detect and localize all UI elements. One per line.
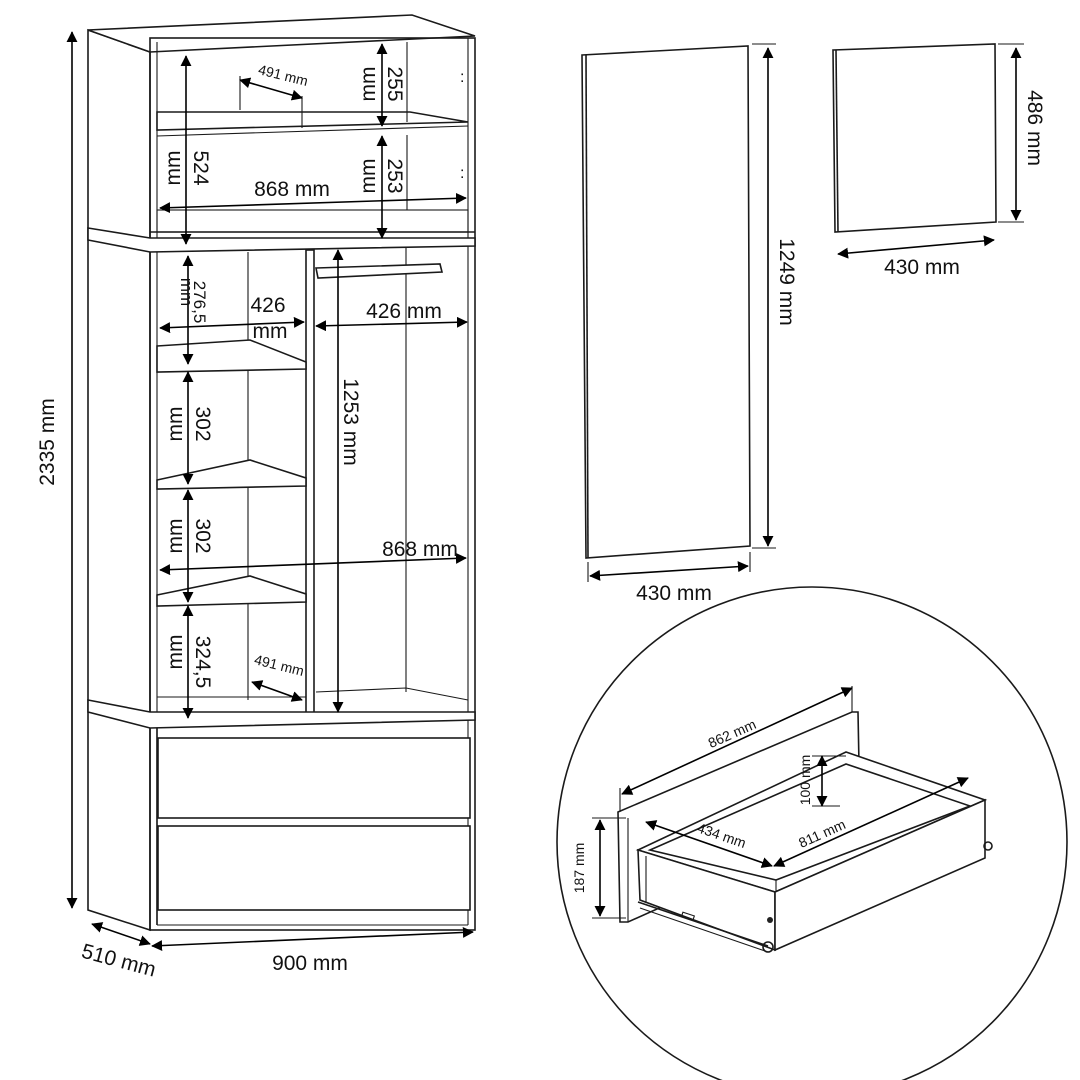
vertical-partition [305, 249, 315, 717]
screw-hole [767, 917, 773, 923]
right-width-label: 426 mm [366, 300, 442, 323]
detail-circle [556, 586, 1068, 1080]
large-door: 1249 mm 430 mm [581, 43, 798, 605]
small-door-panel [832, 43, 997, 233]
small-door: 486 mm 430 mm [832, 43, 1046, 279]
left-width-unit: mm [253, 320, 288, 343]
large-door-panel [581, 45, 751, 559]
left-shelf-2 [156, 459, 307, 490]
wardrobe-body [87, 14, 476, 932]
top-section-height-value: 524 [189, 150, 212, 185]
drawer-inner-height-label: 100 mm [797, 755, 813, 806]
small-door-height-label: 486 mm [1023, 90, 1046, 166]
left-shelf-3 [156, 575, 307, 607]
top-section-divider [87, 227, 476, 253]
drawer-front-height-label: 187 mm [571, 843, 587, 894]
left-shelf-depth-label: 491 mm [253, 651, 306, 679]
left-shelf-4-height-value: 324,5 [191, 636, 214, 689]
top-shelf [156, 111, 469, 131]
top-section-height-unit: mm [162, 151, 185, 186]
top-upper-height-unit: mm [357, 67, 380, 102]
left-shelf-2-height-unit: mm [164, 407, 187, 442]
depth-dimension-line [91, 922, 151, 946]
top-shelf-depth-label: 491 mm [257, 61, 310, 89]
large-door-width-label: 430 mm [636, 582, 712, 605]
hinge-mark-2: : [460, 165, 464, 182]
drawer-front-1 [157, 737, 471, 819]
middle-inner-width-label: 868 mm [382, 538, 458, 561]
left-shelf-1-height-unit: mm [177, 278, 196, 306]
left-shelf-1-height-value: 276,5 [190, 281, 209, 324]
hanging-height-label: 1253 mm [339, 378, 362, 466]
drawer-detail: 862 mm 100 mm 187 mm 434 mm 811 mm [556, 586, 1068, 1080]
width-dimension-line [151, 926, 474, 952]
height-label: 2335 mm [36, 398, 59, 486]
large-door-height-label: 1249 mm [775, 238, 798, 326]
drawer-front-2 [157, 825, 471, 911]
left-shelf-3-height-unit: mm [164, 519, 187, 554]
top-lower-height-unit: mm [357, 159, 380, 194]
runner-wheel-rear [983, 841, 993, 851]
left-shelf-3-height-value: 302 [191, 518, 214, 553]
small-door-width-label: 430 mm [884, 256, 960, 279]
drawer-section-divider [87, 699, 476, 729]
wardrobe-side-panel [87, 28, 151, 932]
drawer-front-width-label: 862 mm [706, 716, 759, 751]
left-shelf-1 [156, 339, 307, 373]
left-shelf-2-height-value: 302 [191, 406, 214, 441]
top-upper-height-value: 255 [383, 66, 406, 101]
wardrobe-top-panel [87, 14, 476, 53]
runner-wheel [762, 941, 774, 953]
depth-label: 510 mm [79, 940, 158, 982]
left-shelf-4-height-unit: mm [164, 635, 187, 670]
hinge-mark-1: : [460, 69, 464, 86]
hanging-rail [315, 263, 444, 279]
width-label: 900 mm [272, 952, 348, 975]
top-inner-width-label: 868 mm [254, 178, 330, 201]
top-lower-height-value: 253 [383, 158, 406, 193]
left-width-value: 426 [250, 294, 285, 317]
